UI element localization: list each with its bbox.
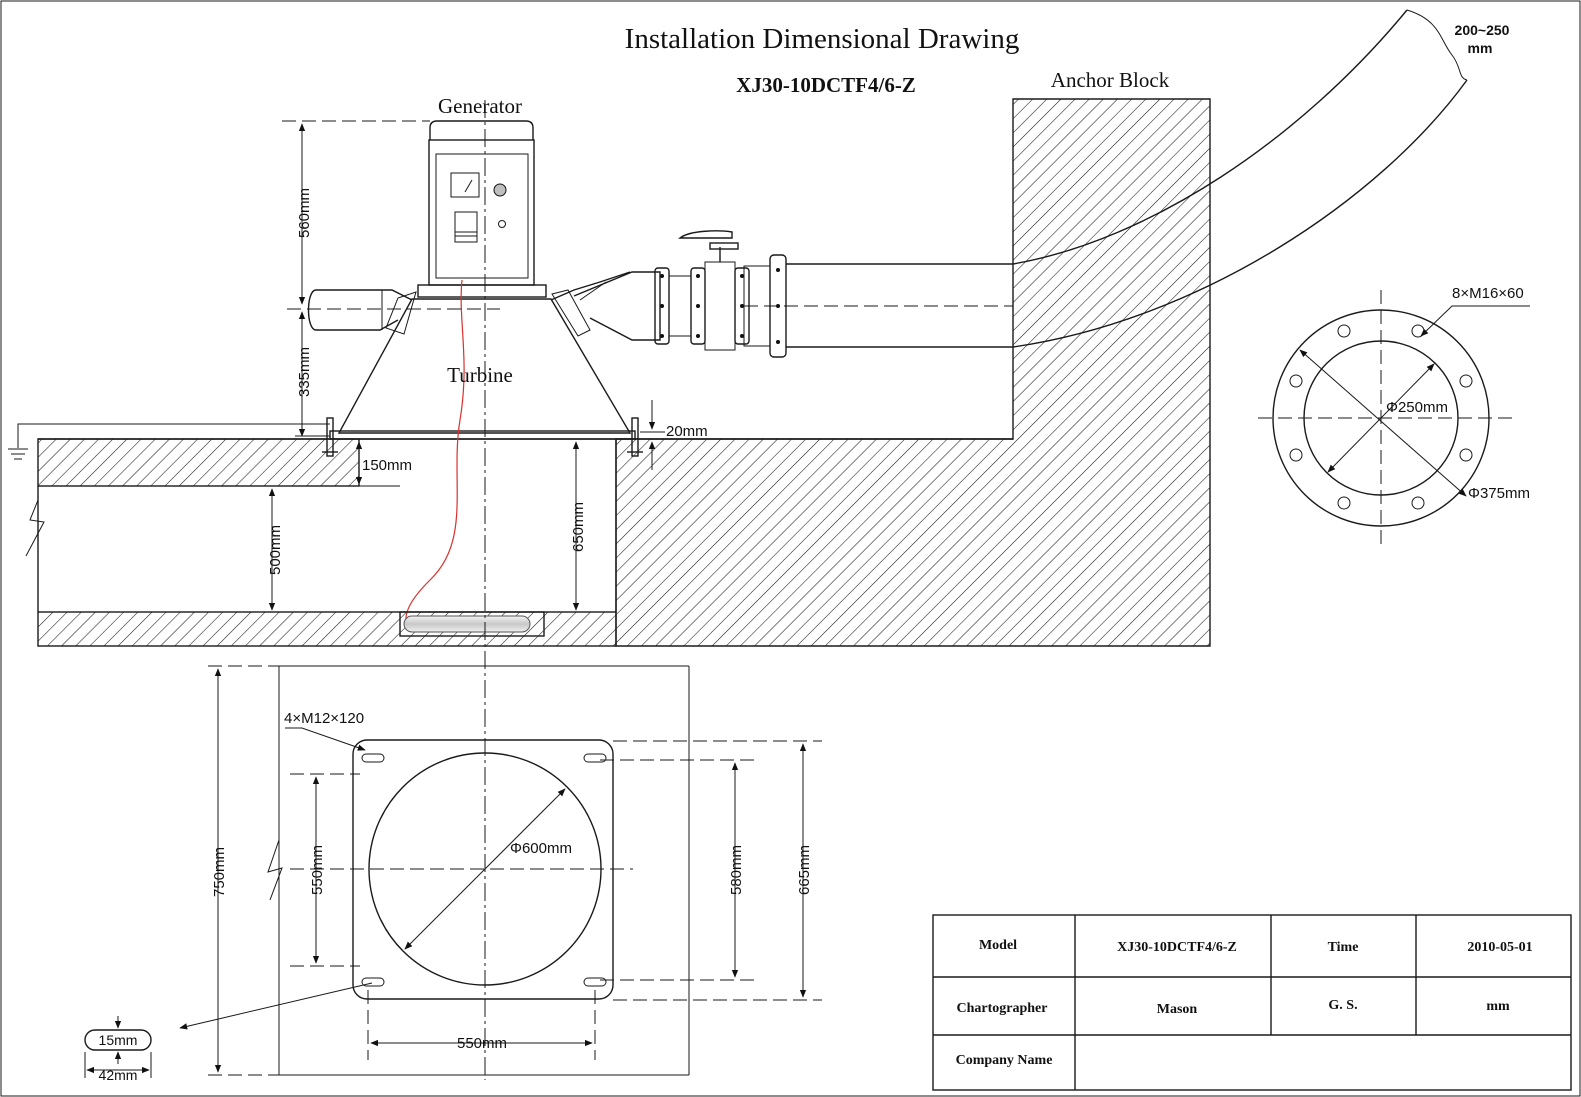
tb-gs-label: G. S. <box>1328 998 1357 1013</box>
penstock-pipe <box>573 9 1468 358</box>
drawing-title: Installation Dimensional Drawing <box>625 23 1020 55</box>
pipe-size-label: 200~250 <box>1455 22 1510 38</box>
generator-body <box>417 120 547 298</box>
turbine-label: Turbine <box>447 363 513 387</box>
dim-plate-height: 665mm <box>796 845 813 895</box>
tb-chartographer-label: Chartographer <box>957 1001 1048 1016</box>
dim-flange-bolts: 8×M16×60 <box>1452 285 1524 302</box>
dim-base-outer: 750mm <box>211 847 228 897</box>
model-code: XJ30-10DCTF4/6-Z <box>736 73 916 97</box>
tb-chartographer-value: Mason <box>1157 1002 1198 1017</box>
tb-model-value: XJ30-10DCTF4/6-Z <box>1117 940 1237 955</box>
channel-floor <box>37 611 617 647</box>
title-block <box>932 914 1572 1091</box>
foundation <box>25 98 1211 647</box>
indicator-light-icon <box>493 183 507 197</box>
dim-slot-width: 15mm <box>99 1032 138 1048</box>
tb-gs-value: mm <box>1486 999 1510 1014</box>
dim-turbine-height: 335mm <box>296 347 313 397</box>
turbine-body <box>307 271 643 457</box>
dim-slot-length: 42mm <box>99 1067 138 1083</box>
dim-gen-height: 560mm <box>296 188 313 238</box>
floor-slab-left <box>37 438 360 487</box>
break-symbol <box>25 499 45 557</box>
elevation-dims <box>268 120 665 611</box>
meter-icon <box>450 172 480 198</box>
power-cable <box>405 279 465 623</box>
dim-hole-spacing-h: 550mm <box>457 1035 507 1052</box>
anchor-block <box>615 98 1211 647</box>
tb-time-label: Time <box>1328 940 1359 955</box>
tb-model-label: Model <box>979 938 1017 953</box>
ground-icon <box>8 423 330 460</box>
base-plan <box>179 665 822 1076</box>
dim-flange-outer: Φ375mm <box>1468 485 1530 502</box>
dim-pit-depth: 650mm <box>570 502 587 552</box>
dim-base-diameter: Φ600mm <box>510 840 572 857</box>
switch-icon <box>498 220 506 228</box>
dim-base-inner: 550mm <box>309 845 326 895</box>
dim-channel-depth: 500mm <box>267 525 284 575</box>
dim-flange-gap: 20mm <box>666 423 708 440</box>
drain-tube <box>399 611 545 637</box>
dim-hole-spacing-v: 580mm <box>728 845 745 895</box>
pipe-size-unit: mm <box>1468 40 1493 56</box>
flange-detail <box>1258 290 1530 548</box>
generator-label: Generator <box>438 94 522 118</box>
anchor-block-label: Anchor Block <box>1051 68 1170 92</box>
dim-flange-inner: Φ250mm <box>1386 399 1448 416</box>
dim-base-bolts: 4×M12×120 <box>284 710 364 727</box>
breaker-icon <box>454 211 478 243</box>
slot-detail <box>84 1016 152 1078</box>
tb-time-value: 2010-05-01 <box>1467 940 1532 955</box>
dim-floor-slab: 150mm <box>362 457 412 474</box>
tb-company-label: Company Name <box>956 1053 1053 1068</box>
